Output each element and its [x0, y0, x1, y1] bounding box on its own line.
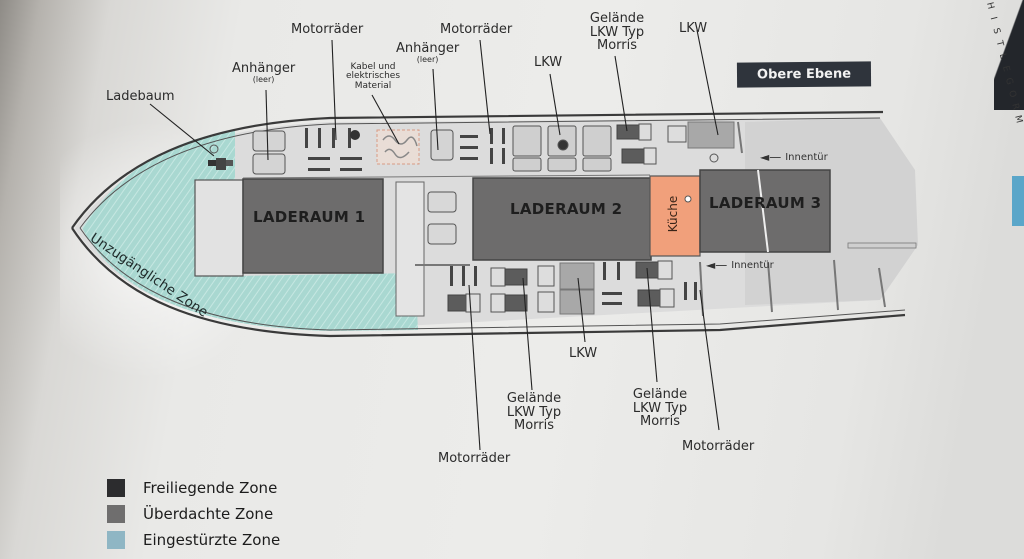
label-lkw-3: LKW [569, 346, 598, 361]
page-edge-dark [994, 0, 1024, 110]
label-ladebaum: Ladebaum [106, 89, 175, 104]
hold-1 [242, 178, 384, 274]
door-label: Innentür [785, 151, 828, 163]
trailer-top-2 [430, 129, 454, 161]
hull-outline [71, 110, 884, 229]
kitchen [649, 175, 701, 257]
label-anhaenger-1: Anhänger (leer) [232, 61, 296, 84]
label-kabel: Kabel und elektrisches Material [345, 62, 401, 91]
label-motorraeder-1: Motorräder [291, 22, 364, 37]
label-lkw-2: LKW [679, 21, 708, 36]
cargo-boom-icon [208, 144, 233, 170]
legend: Freiliegende Zone Überdachte Zone Einges… [107, 475, 280, 553]
hold-1-label: LADERAUM 1 [253, 208, 366, 226]
legend-item-eingestuerzt: Eingestürzte Zone [107, 527, 280, 553]
truck-top-large [667, 121, 735, 163]
stern-area [745, 118, 918, 305]
hold-2 [472, 177, 652, 261]
motorbikes-bottom-1 [450, 266, 477, 286]
label-motorraeder-3: Motorräder [438, 451, 511, 466]
trucks-top-cluster [512, 125, 612, 172]
cables-icon [376, 129, 420, 165]
morris-trucks-top [616, 123, 657, 165]
hold-2-label: LADERAUM 2 [510, 200, 623, 218]
kitchen-label: Küche [666, 195, 681, 233]
label-motorraeder-4: Motorräder [682, 439, 755, 454]
motorbikes-bottom-2 [602, 262, 622, 305]
motorbikes-bottom-3 [684, 282, 697, 300]
page-edge-blue [1012, 176, 1024, 226]
morris-trucks-bottom-1 [447, 267, 528, 313]
deck-level-badge: Obere Ebene [736, 61, 872, 88]
legend-swatch [107, 531, 125, 549]
motorbikes-top-2 [460, 128, 505, 164]
interior-door-top: ◄— Innentür [760, 150, 828, 164]
label-anhaenger-2: Anhänger (leer) [396, 41, 460, 64]
label-lkw-1: LKW [534, 55, 563, 70]
legend-swatch [107, 479, 125, 497]
label-morris-2: Gelände LKW Typ Morris [506, 391, 562, 434]
hold-3-label: LADERAUM 3 [709, 194, 822, 212]
label-morris-3: Gelände LKW Typ Morris [632, 387, 688, 430]
interior-door-bottom: ◄— Innentür [706, 258, 774, 272]
trailer-mid-1 [427, 191, 457, 213]
label-motorraeder-2: Motorräder [440, 22, 513, 37]
trucks-bottom [537, 262, 595, 315]
trailer-top-1 [252, 130, 286, 175]
door-label: Innentür [731, 259, 774, 271]
arrow-left-icon: ◄— [760, 150, 782, 164]
legend-item-ueberdacht: Überdachte Zone [107, 501, 280, 527]
motorbikes-top-1 [305, 128, 362, 171]
legend-item-freiliegend: Freiliegende Zone [107, 475, 280, 501]
hold-3 [699, 169, 831, 253]
legend-swatch [107, 505, 125, 523]
hold-1-side [194, 179, 244, 277]
arrow-left-icon: ◄— [706, 258, 728, 272]
label-morris-1: Gelände LKW Typ Morris [589, 11, 645, 54]
trailer-mid-2 [427, 223, 457, 245]
leader-lines [149, 29, 720, 451]
inaccessible-zone [82, 130, 418, 331]
